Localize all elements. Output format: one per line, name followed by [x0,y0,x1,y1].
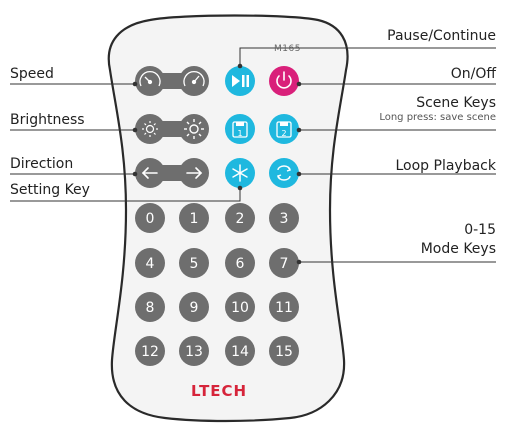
mode-key-6[interactable]: 6 [225,248,255,278]
mode-key-circle [269,292,299,322]
mode-key-label: 0 [146,211,155,227]
scene-1-button[interactable]: 1 [225,114,255,144]
scene-2-label: 2 [281,129,286,138]
mode-key-13[interactable]: 13 [179,336,209,366]
brightness-down-button[interactable] [135,114,165,144]
mode-key-circle [269,203,299,233]
leader-lines [10,47,496,263]
mode-key-label: 5 [190,256,199,272]
mode-key-label: 15 [275,344,293,360]
mode-key-label: 4 [146,256,155,272]
pause-continue-label: Pause/Continue [387,28,496,44]
mode-key-circle [179,336,209,366]
mode-key-12[interactable]: 12 [135,336,165,366]
mode-key-label: 13 [185,344,203,360]
mode-key-circle [269,248,299,278]
mode-key-1[interactable]: 1 [179,203,209,233]
asterisk-icon [232,164,248,182]
power-icon [276,71,292,89]
mode-key-circle [179,292,209,322]
mode-key-circle [135,336,165,366]
mode-key-circle [179,203,209,233]
mode-key-label: 3 [280,211,289,227]
scene-keys-label: Scene Keys [416,95,496,111]
arrow-left-icon [141,167,158,179]
model-number: M165 [274,44,301,54]
mode-key-label: 6 [236,256,245,272]
sun-bright-icon [184,119,204,139]
brightness-label: Brightness [10,112,85,128]
mode-key-circle [225,248,255,278]
mode-key-circle [135,203,165,233]
mode-key-label: 2 [236,211,245,227]
loop-icon [276,165,292,181]
mode-key-label: 14 [231,344,249,360]
mode-key-10[interactable]: 10 [225,292,255,322]
mode-key-circle [179,248,209,278]
mode-key-5[interactable]: 5 [179,248,209,278]
loop-playback-label: Loop Playback [395,158,497,174]
mode-key-2[interactable]: 2 [225,203,255,233]
speed-label: Speed [10,66,54,82]
mode-key-circle [269,336,299,366]
setting-key-leader [10,188,241,202]
mode-key-label: 12 [141,344,159,360]
mode-key-4[interactable]: 4 [135,248,165,278]
mode-keys-range-label: 0-15 [464,222,496,238]
mode-key-0[interactable]: 0 [135,203,165,233]
mode-key-7[interactable]: 7 [269,248,299,278]
setting-key-label: Setting Key [10,182,90,198]
loop-playback-button[interactable] [269,158,299,188]
save-1-icon: 1 [232,121,248,138]
speed-up-button[interactable] [179,66,209,96]
mode-key-label: 10 [231,300,249,316]
mode-keys-label: Mode Keys [420,241,496,257]
scene-1-label: 1 [237,129,242,138]
setting-button[interactable] [225,158,255,188]
on-off-button[interactable] [269,66,299,96]
mode-key-label: 11 [275,300,293,316]
mode-key-11[interactable]: 11 [269,292,299,322]
direction-left-button[interactable] [135,158,165,188]
brand-logo: LTECH [191,382,248,400]
direction-right-button[interactable] [179,158,209,188]
pause-continue-button[interactable] [225,66,255,96]
mode-key-9[interactable]: 9 [179,292,209,322]
mode-key-label: 9 [190,300,199,316]
direction-label: Direction [10,156,74,172]
mode-key-circle [225,203,255,233]
on-off-label: On/Off [450,66,496,82]
mode-key-circle [225,292,255,322]
mode-key-circle [135,248,165,278]
play-pause-icon [232,75,249,87]
brightness-up-button[interactable] [179,114,209,144]
pause-continue-leader [239,47,496,66]
arrow-right-icon [186,167,203,179]
scene-2-button[interactable]: 2 [269,114,299,144]
mode-key-circle [225,336,255,366]
mode-key-8[interactable]: 8 [135,292,165,322]
leader-dots [132,63,302,265]
speed-down-button[interactable] [135,66,165,96]
speed-fast-icon [183,70,205,87]
mode-key-circle [135,292,165,322]
sun-dim-icon [142,121,158,137]
scene-keys-note: Long press: save scene [379,112,496,123]
mode-key-3[interactable]: 3 [269,203,299,233]
mode-key-14[interactable]: 14 [225,336,255,366]
mode-key-label: 8 [146,300,155,316]
save-2-icon: 2 [276,121,292,138]
speed-slow-icon [139,70,161,87]
mode-key-label: 7 [280,256,289,272]
mode-key-label: 1 [190,211,199,227]
mode-key-15[interactable]: 15 [269,336,299,366]
